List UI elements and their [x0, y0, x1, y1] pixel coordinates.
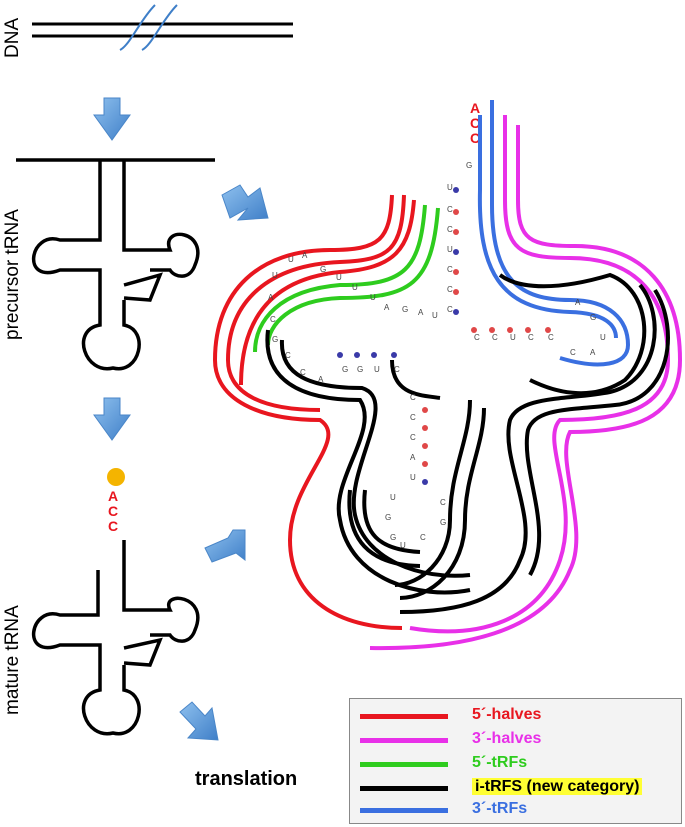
nucleotide-letter: A	[410, 453, 416, 462]
legend-label: 5´-tRFs	[472, 754, 528, 771]
nucleotide-letter: A	[268, 293, 274, 302]
mature-trna-shape	[32, 540, 200, 736]
arrow-right-icon	[221, 184, 269, 221]
five-prime-halves-lines	[212, 194, 416, 630]
three-prime-halves-lines	[369, 115, 683, 651]
nucleotide-letter: U	[288, 255, 294, 264]
legend-label: 3´-tRFs	[472, 800, 528, 817]
arrow-right-icon	[204, 529, 246, 563]
nucleotide-letter: C	[447, 305, 453, 314]
legend-swatch	[360, 714, 448, 719]
arrow-down-icon	[93, 97, 131, 141]
nucleotide-letter: U	[352, 283, 358, 292]
nucleotide-letter: C	[420, 533, 426, 542]
nucleotide-letter: C	[285, 351, 291, 360]
nucleotide-letter: U	[390, 493, 396, 502]
nucleotide-letter: A	[590, 348, 596, 357]
cloverleaf-acc-a: A	[470, 100, 481, 116]
nucleotide-letter: U	[374, 365, 380, 374]
acc-a: A	[108, 488, 119, 504]
legend-item: 3´-halves	[350, 729, 681, 751]
nucleotide-letter: G	[357, 365, 363, 374]
nucleotide-letter: C	[447, 225, 453, 234]
legend-item: 5´-tRFs	[350, 753, 681, 775]
nucleotide-letter: C	[440, 498, 446, 507]
nucleotide-letter: A	[302, 251, 308, 260]
nucleotide-letter: A	[418, 308, 424, 317]
legend-label-highlight: i-tRFS (new category)	[472, 778, 643, 795]
nucleotide-letter: A	[318, 375, 324, 384]
nucleotide-letter: C	[570, 348, 576, 357]
nucleotide-letter: U	[447, 183, 453, 192]
legend-swatch	[360, 762, 448, 767]
nucleotide-letter: U	[447, 245, 453, 254]
nucleotide-letter: C	[447, 265, 453, 274]
nucleotide-letter: C	[270, 315, 276, 324]
nucleotide-letter: G	[402, 305, 408, 314]
legend: 5´-halves 3´-halves 5´-tRFs i-tRFS (new …	[349, 698, 682, 824]
nucleotide-letter: C	[447, 205, 453, 214]
nucleotide-letter: U	[370, 293, 376, 302]
legend-label: 3´-halves	[472, 730, 542, 747]
three-prime-trfs-lines	[477, 100, 631, 367]
nucleotide-letter: U	[336, 273, 342, 282]
acc-c2: C	[108, 518, 119, 534]
nucleotide-letter: A	[575, 298, 581, 307]
arrow-down-right-icon	[179, 701, 219, 741]
nucleotide-letter: C	[410, 413, 416, 422]
nucleotide-letter: U	[400, 541, 406, 550]
nucleotide-letter: G	[342, 365, 348, 374]
legend-item: i-tRFS (new category)	[350, 777, 681, 799]
nucleotide-letter: C	[548, 333, 554, 342]
nucleotide-letter: G	[440, 518, 446, 527]
legend-item: 3´-tRFs	[350, 799, 681, 821]
nucleotide-letter: C	[394, 365, 400, 374]
precursor-trna-shape	[16, 158, 215, 371]
nucleotide-letter: G	[320, 265, 326, 274]
cloverleaf-acc-c2: C	[470, 130, 481, 146]
acc-c1: C	[108, 503, 119, 519]
nucleotide-letter: A	[384, 303, 390, 312]
base-pair-dots	[337, 187, 551, 485]
legend-label: i-tRFS (new category)	[472, 778, 643, 796]
nucleotide-letter: G	[590, 313, 596, 322]
arrow-down-icon	[93, 397, 131, 441]
nucleotide-letter: U	[510, 333, 516, 342]
nucleotide-letter: C	[492, 333, 498, 342]
legend-swatch	[360, 786, 448, 791]
nucleotide-letter: C	[410, 433, 416, 442]
nucleotide-letter: U	[600, 333, 606, 342]
legend-label: 5´-halves	[472, 706, 542, 723]
nucleotide-letter: C	[474, 333, 480, 342]
dna-strands	[32, 22, 293, 38]
i-trfs-lines	[265, 272, 670, 614]
nucleotide-letter: C	[410, 393, 416, 402]
nucleotide-letter: C	[447, 285, 453, 294]
nucleotide-letter: G	[390, 533, 396, 542]
legend-swatch	[360, 738, 448, 743]
translation-label: translation	[195, 768, 298, 790]
nucleotide-letter: G	[385, 513, 391, 522]
cloverleaf-acc-c1: C	[470, 115, 481, 131]
nucleotide-letter: U	[272, 271, 278, 280]
nucleotide-letter: G	[466, 161, 472, 170]
dna-break-icon	[119, 4, 178, 51]
nucleotide-letter: C	[528, 333, 534, 342]
legend-swatch	[360, 808, 448, 813]
five-prime-trfs-lines	[253, 204, 440, 353]
cca-cap-icon	[107, 468, 125, 486]
nucleotide-letter: U	[432, 311, 438, 320]
nucleotide-letter: C	[300, 368, 306, 377]
nucleotide-letter: U	[410, 473, 416, 482]
legend-item: 5´-halves	[350, 705, 681, 727]
nucleotide-letter: G	[272, 335, 278, 344]
